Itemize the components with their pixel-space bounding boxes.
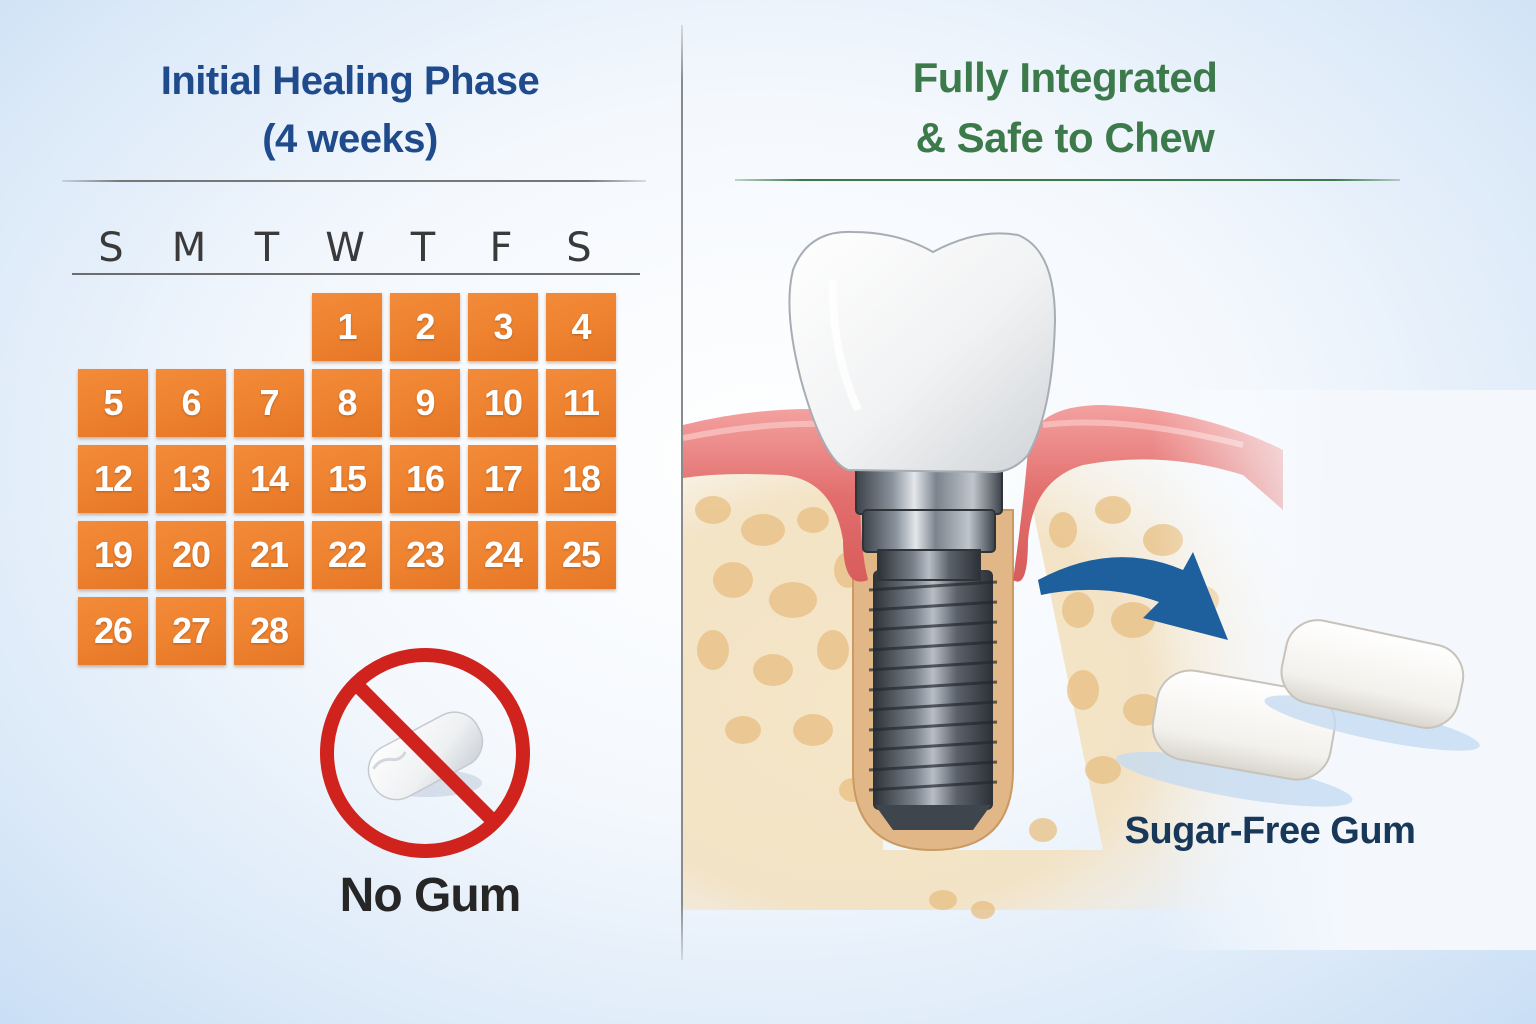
calendar-day: 25	[546, 521, 616, 589]
weekday-rule	[72, 273, 640, 275]
calendar-day: 5	[78, 369, 148, 437]
calendar-day: 11	[546, 369, 616, 437]
weekday-label: M	[171, 225, 207, 271]
calendar-day: 12	[78, 445, 148, 513]
weekday-label: T	[254, 225, 280, 271]
calendar-day: 10	[468, 369, 538, 437]
calendar-day: 24	[468, 521, 538, 589]
calendar-day: 2	[390, 293, 460, 361]
calendar-day: 6	[156, 369, 226, 437]
calendar-day: 28	[234, 597, 304, 665]
calendar-day: 1	[312, 293, 382, 361]
calendar-day: 18	[546, 445, 616, 513]
right-title: Fully Integrated & Safe to Chew	[735, 48, 1395, 168]
weekday-label: S	[98, 225, 124, 271]
calendar-day: 26	[78, 597, 148, 665]
calendar-empty-cell	[234, 293, 304, 361]
left-title-line2: (4 weeks)	[262, 117, 438, 161]
calendar-day: 7	[234, 369, 304, 437]
calendar-day: 4	[546, 293, 616, 361]
calendar-day: 15	[312, 445, 382, 513]
calendar-day: 8	[312, 369, 382, 437]
calendar-empty-cell	[78, 293, 148, 361]
right-title-line1: Fully Integrated	[912, 54, 1218, 101]
weekday-label: F	[489, 225, 513, 271]
weekday-label: S	[566, 225, 592, 271]
weekday-header: S M T W T F S	[72, 222, 638, 274]
calendar-day: 19	[78, 521, 148, 589]
calendar-day: 13	[156, 445, 226, 513]
panel-divider	[681, 25, 683, 960]
weekday-label: T	[410, 225, 436, 271]
calendar-day: 22	[312, 521, 382, 589]
right-title-line2: & Safe to Chew	[915, 114, 1215, 161]
calendar-day: 16	[390, 445, 460, 513]
calendar-day: 3	[468, 293, 538, 361]
no-gum-label: No Gum	[339, 869, 522, 922]
calendar-day: 21	[234, 521, 304, 589]
calendar-day: 9	[390, 369, 460, 437]
left-title-line1: Initial Healing Phase	[160, 59, 540, 103]
right-title-rule	[735, 179, 1400, 181]
calendar-day: 20	[156, 521, 226, 589]
calendar-day: 23	[390, 521, 460, 589]
weekday-label: W	[325, 225, 365, 271]
calendar-day: 17	[468, 445, 538, 513]
calendar-day: 14	[234, 445, 304, 513]
left-title-rule	[62, 180, 646, 182]
dental-implant-illustration	[682, 210, 1536, 990]
calendar-empty-cell	[156, 293, 226, 361]
left-title: Initial Healing Phase (4 weeks)	[60, 52, 640, 168]
sugar-free-gum-label: Sugar-Free Gum	[1124, 810, 1416, 852]
calendar-day: 27	[156, 597, 226, 665]
no-gum-icon	[315, 643, 535, 863]
